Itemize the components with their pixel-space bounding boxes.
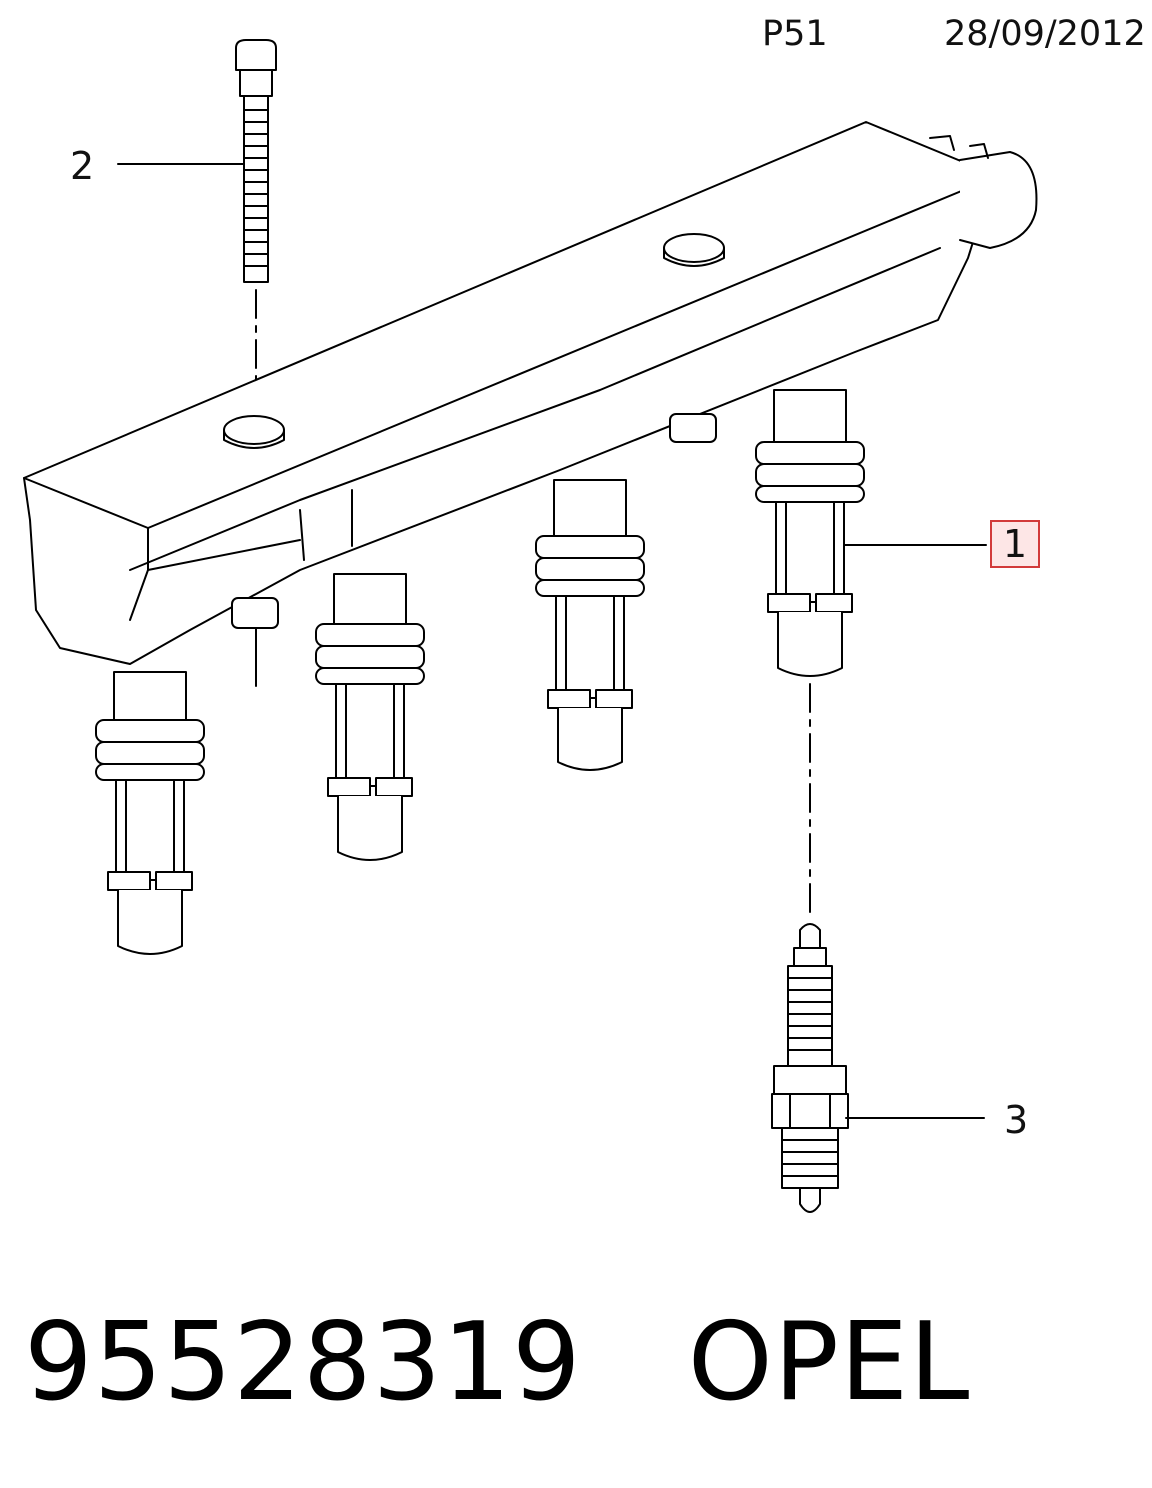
spark-plug-part (771, 923, 849, 1213)
coil-tower-4 (755, 389, 865, 677)
bolt-part (235, 39, 277, 421)
part-footer: 95528319 OPEL (24, 1300, 970, 1425)
coil-tower-3 (535, 479, 645, 771)
coil-tower-2 (315, 573, 425, 861)
page-code: P51 (762, 14, 828, 54)
connector-stub-1 (231, 597, 279, 629)
connector-stub-2 (669, 413, 717, 443)
page-date: 28/09/2012 (944, 14, 1146, 54)
callout-plug[interactable]: 3 (1004, 1098, 1029, 1142)
callout-bolt[interactable]: 2 (70, 144, 95, 188)
part-number: 95528319 (24, 1300, 582, 1425)
callout-coil[interactable]: 1 (990, 520, 1040, 568)
coil-tower-1 (95, 671, 205, 955)
brand-name: OPEL (687, 1300, 971, 1425)
ignition-coil-housing (23, 121, 1038, 665)
